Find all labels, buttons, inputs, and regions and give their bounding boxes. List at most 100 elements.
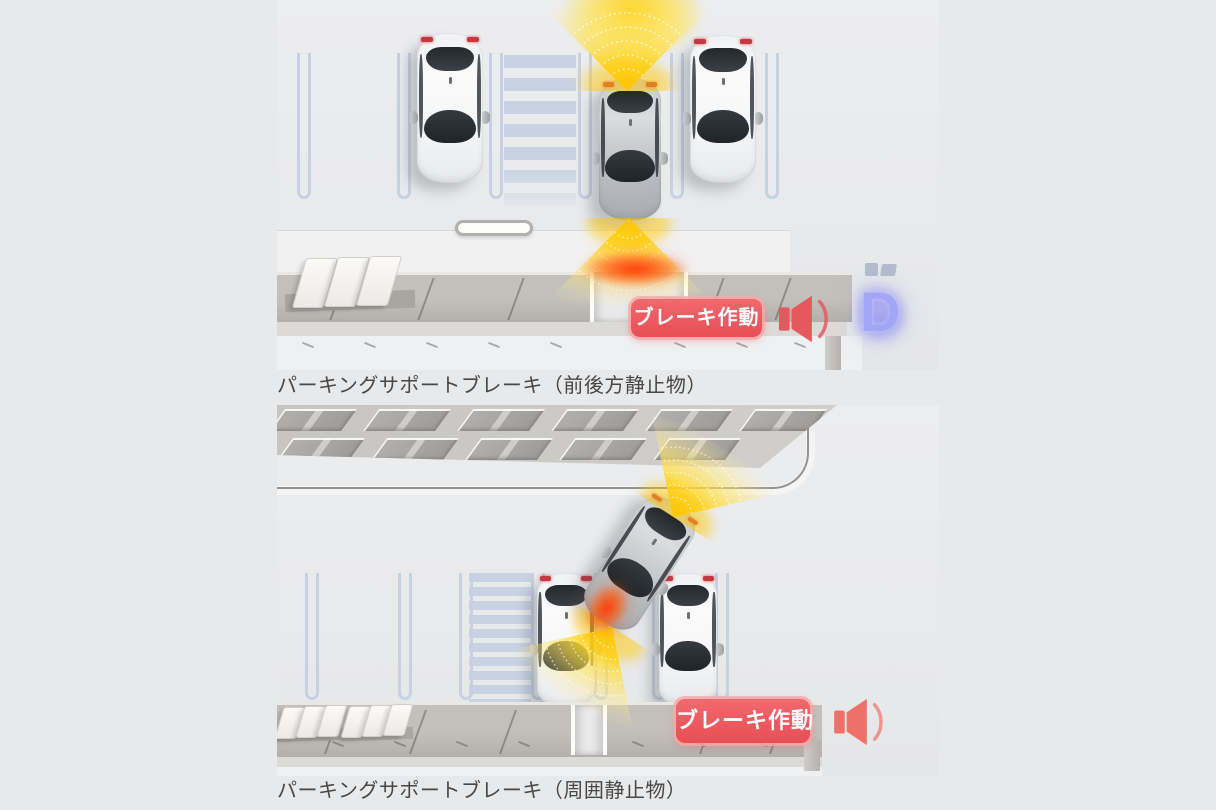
wall-recess xyxy=(739,409,827,431)
sidewalk-seam xyxy=(507,278,525,320)
parking-bay-line xyxy=(715,573,729,700)
car-side-window xyxy=(418,54,423,138)
curb-tick xyxy=(456,740,468,748)
brake-activation-badge: ブレーキ作動 xyxy=(631,299,762,337)
car-windshield xyxy=(664,641,712,671)
safety-feature-illustrations: ブレーキ作動 D パーキングサポートブレーキ（前後方静止物） xyxy=(277,0,939,810)
car-rear-window xyxy=(607,90,653,114)
display-segment xyxy=(879,264,898,276)
sidewalk-face xyxy=(277,757,822,767)
parked-car-left xyxy=(410,33,490,183)
curb-tick xyxy=(302,341,314,349)
panel1-caption: パーキングサポートブレーキ（前後方静止物） xyxy=(277,375,707,397)
crosswalk xyxy=(504,55,576,213)
guard-rail-band xyxy=(277,431,815,495)
car-antenna xyxy=(564,611,568,619)
car-antenna xyxy=(651,537,658,546)
shift-position-indicator: D xyxy=(832,245,939,360)
sidewalk-lower xyxy=(277,336,862,370)
car-rear-window xyxy=(425,46,475,71)
curb-tick xyxy=(550,341,562,349)
illustration-front-rear-brake: ブレーキ作動 D xyxy=(277,0,939,370)
brake-activation-badge: ブレーキ作動 xyxy=(676,699,813,743)
car-antenna xyxy=(628,119,632,127)
car-mirror xyxy=(660,151,668,165)
crosswalk xyxy=(469,573,531,705)
shift-letter-d: D xyxy=(860,280,901,343)
taillight xyxy=(420,36,434,42)
car-side-window xyxy=(477,54,482,138)
panel2-caption: パーキングサポートブレーキ（周囲静止物） xyxy=(277,780,687,802)
taillight xyxy=(662,576,674,582)
sensor-fan-rear xyxy=(611,414,775,557)
taillight xyxy=(739,38,753,44)
taillight xyxy=(580,576,592,582)
wall-recess xyxy=(465,438,553,460)
car-mirror xyxy=(410,111,418,124)
car-windshield xyxy=(605,150,655,182)
car-windshield xyxy=(423,109,477,143)
parking-bay-line xyxy=(578,53,592,199)
parking-bay-line xyxy=(398,573,412,700)
curb-tick xyxy=(518,740,530,748)
taillight xyxy=(466,36,480,42)
car-mirror xyxy=(482,111,490,124)
car-side-window xyxy=(600,97,605,178)
parking-bay-line xyxy=(670,53,684,199)
sidewalk-end-post xyxy=(804,741,820,771)
car-rear-window xyxy=(666,585,710,607)
steps xyxy=(277,705,348,745)
steps xyxy=(284,256,429,316)
ego-car xyxy=(592,78,668,220)
sidewalk-seam xyxy=(498,710,518,754)
car-side-window xyxy=(711,591,716,667)
wall-recess xyxy=(363,409,451,431)
display-segment xyxy=(865,263,878,276)
car-side-window xyxy=(691,55,696,139)
wall-recess xyxy=(457,409,545,431)
car-windshield xyxy=(696,110,750,144)
parking-bay-line xyxy=(297,53,311,199)
sidewalk-lower xyxy=(277,767,822,776)
car-mirror xyxy=(683,111,691,125)
curb-tick xyxy=(364,341,376,349)
guard-rail-line xyxy=(277,427,809,489)
car-side-window xyxy=(538,591,543,667)
curb-tick xyxy=(426,341,438,349)
car-mirror xyxy=(592,151,600,165)
car-mirror xyxy=(716,642,724,656)
parking-bay-line xyxy=(397,53,411,199)
taillight xyxy=(540,576,552,582)
car-antenna xyxy=(448,76,452,84)
steps xyxy=(340,704,414,744)
wall-recess xyxy=(277,409,357,431)
shift-glow xyxy=(842,280,922,360)
sensor-fan-rear xyxy=(545,0,709,91)
car-mirror xyxy=(652,642,660,656)
parked-car-right xyxy=(683,35,763,183)
car-side-window xyxy=(655,97,660,178)
car-mirror xyxy=(755,111,763,125)
illustration-surround-brake: ブレーキ作動 xyxy=(277,405,939,776)
car-antenna xyxy=(686,611,690,619)
parking-bay-line xyxy=(305,573,319,700)
car-antenna xyxy=(721,77,725,85)
speaker-icon xyxy=(778,295,828,343)
taillight xyxy=(693,38,707,44)
car-side-window xyxy=(660,591,665,667)
car-side-window xyxy=(750,55,755,139)
wall-recess xyxy=(371,438,459,460)
curb-tick xyxy=(736,341,748,349)
wall-slab xyxy=(277,405,837,468)
curb-tick xyxy=(674,341,686,349)
parking-bay-line xyxy=(765,53,779,199)
parked-car-right xyxy=(652,573,724,707)
car-rear-window xyxy=(698,48,748,72)
curb-tick xyxy=(488,341,500,349)
speaker-icon xyxy=(834,698,883,746)
brake-glow-core xyxy=(580,252,690,286)
parking-bay-line xyxy=(459,573,473,700)
bench-handle xyxy=(455,220,533,236)
sidewalk-end-post xyxy=(825,336,841,370)
taillight xyxy=(702,576,714,582)
